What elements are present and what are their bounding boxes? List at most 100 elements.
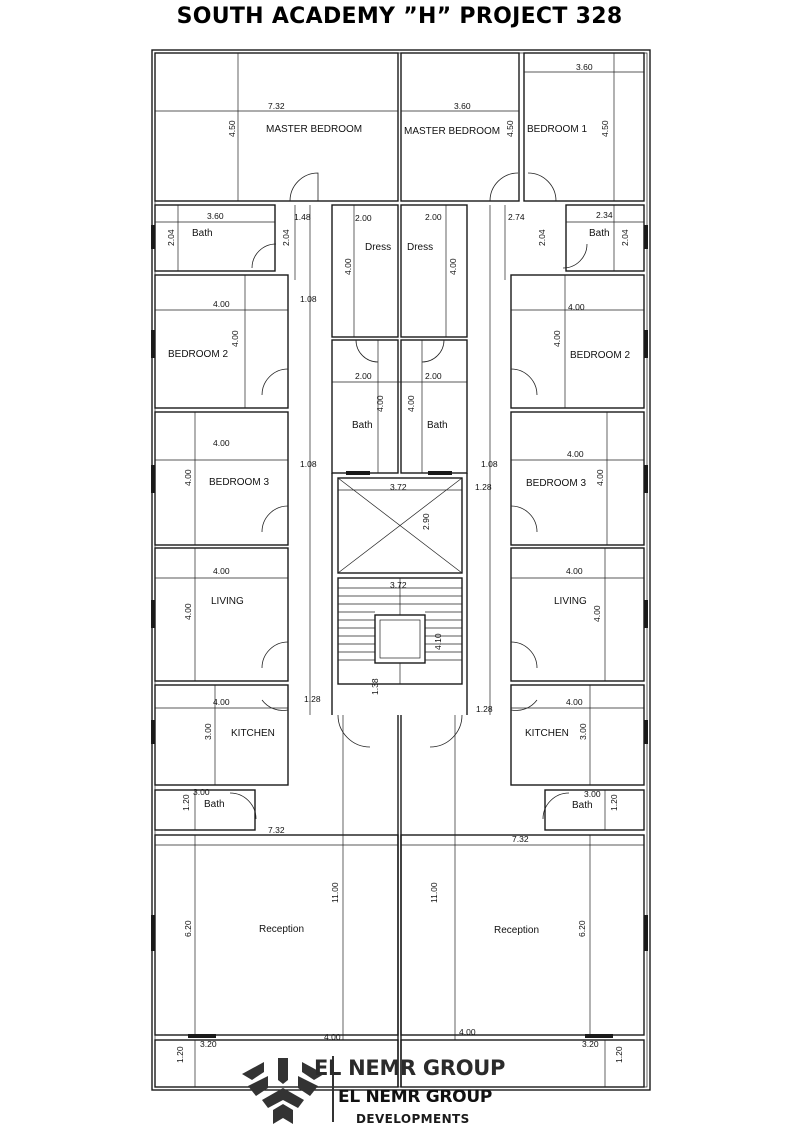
label-dress-left: Dress [365, 242, 391, 253]
label-bedroom-1: BEDROOM 1 [527, 124, 587, 135]
dim-label: 6.20 [183, 920, 193, 937]
dim-label: 4.00 [448, 258, 458, 275]
dim-label: 4.50 [600, 120, 610, 137]
middle-baths [331, 339, 468, 475]
label-living-right: LIVING [554, 596, 587, 607]
dim-label: 4.00 [213, 697, 230, 707]
brand-logo: EL NEMR GROUP EL NEMR GROUP DEVELOPMENTS [238, 1050, 568, 1130]
dim-label: 4.00 [568, 302, 585, 312]
label-master-bedroom-left: MASTER BEDROOM [266, 124, 362, 135]
brand-name: EL NEMR GROUP [314, 1056, 506, 1080]
dimension-labels: 7.32 3.60 3.60 4.50 4.50 4.50 3.60 1.48 … [166, 62, 630, 1063]
dim-label: 1.20 [614, 1046, 624, 1063]
label-bath-top-right: Bath [589, 228, 610, 239]
dim-label: 1.08 [300, 294, 317, 304]
label-living-left: LIVING [211, 596, 244, 607]
label-dress-right: Dress [407, 242, 433, 253]
lower-baths [154, 789, 645, 831]
dim-label: 3.00 [584, 789, 601, 799]
dim-label: 4.00 [567, 449, 584, 459]
dim-label: 4.00 [230, 330, 240, 347]
dim-label: 4.00 [595, 469, 605, 486]
dim-label: 4.00 [406, 395, 416, 412]
windows [151, 225, 648, 951]
dim-label: 2.00 [425, 212, 442, 222]
label-bath-mid-left: Bath [352, 420, 373, 431]
elevator [337, 477, 463, 574]
dim-label: 11.00 [330, 882, 340, 903]
dim-label: 4.50 [227, 120, 237, 137]
dim-label: 2.04 [281, 229, 291, 246]
dim-label: 3.72 [390, 580, 407, 590]
dim-label: 1.28 [476, 704, 493, 714]
room-labels: MASTER BEDROOM MASTER BEDROOM BEDROOM 1 … [168, 124, 630, 936]
dim-label: 1.08 [481, 459, 498, 469]
dim-label: 3.60 [207, 211, 224, 221]
dim-label: 2.04 [166, 229, 176, 246]
dim-label: 4.00 [566, 566, 583, 576]
dim-label: 2.74 [508, 212, 525, 222]
dim-label: 2.04 [620, 229, 630, 246]
reception-rooms [154, 715, 645, 1088]
dim-label: 7.32 [268, 825, 285, 835]
label-reception-left: Reception [259, 924, 304, 935]
label-bedroom-3-left: BEDROOM 3 [209, 477, 269, 488]
bedroom-2-rooms [154, 274, 645, 409]
dim-label: 4.00 [459, 1027, 476, 1037]
dim-label: 1.38 [370, 678, 380, 695]
label-bedroom-2-right: BEDROOM 2 [570, 350, 630, 361]
dim-label: 2.00 [425, 371, 442, 381]
dim-label: 4.00 [324, 1032, 341, 1042]
dim-label: 2.00 [355, 213, 372, 223]
dim-label: 1.08 [300, 459, 317, 469]
dim-label: 4.00 [592, 605, 602, 622]
dim-label: 4.00 [566, 697, 583, 707]
label-kitchen-left: KITCHEN [231, 728, 275, 739]
brand-tagline: DEVELOPMENTS [356, 1112, 470, 1126]
label-master-bedroom-mid: MASTER BEDROOM [404, 126, 500, 137]
bedroom-3-rooms [154, 411, 645, 546]
label-reception-right: Reception [494, 925, 539, 936]
dim-label: 1.28 [304, 694, 321, 704]
label-kitchen-right: KITCHEN [525, 728, 569, 739]
staircase [337, 577, 463, 685]
dim-label: 2.04 [537, 229, 547, 246]
dim-label: 3.60 [454, 101, 471, 111]
dim-label: 7.32 [512, 834, 529, 844]
label-bath-mid-right: Bath [427, 420, 448, 431]
dim-label: 3.20 [582, 1039, 599, 1049]
dim-label: 4.00 [552, 330, 562, 347]
dim-label: 1.20 [181, 794, 191, 811]
dim-label: 4.00 [375, 395, 385, 412]
dim-label: 1.48 [294, 212, 311, 222]
dim-label: 3.72 [390, 482, 407, 492]
dim-label: 1.20 [609, 794, 619, 811]
doors [229, 172, 588, 820]
brand-name-secondary: EL NEMR GROUP [338, 1087, 492, 1107]
dim-label: 7.32 [268, 101, 285, 111]
page-title: SOUTH ACADEMY ”H” PROJECT 328 [176, 4, 623, 29]
outer-wall [151, 49, 651, 1091]
label-bath-low-right: Bath [572, 800, 593, 811]
dim-label: 4.50 [505, 120, 515, 137]
label-bedroom-3-right: BEDROOM 3 [526, 478, 586, 489]
dim-label: 3.00 [203, 723, 213, 740]
label-bath-low-left: Bath [204, 799, 225, 810]
dim-label: 3.00 [578, 723, 588, 740]
dim-label: 4.00 [183, 603, 193, 620]
dim-label: 4.00 [213, 438, 230, 448]
dim-label: 3.20 [200, 1039, 217, 1049]
logo-mark-icon [242, 1058, 324, 1124]
logo-divider [332, 1056, 334, 1122]
dim-label: 4.00 [343, 258, 353, 275]
dim-label: 4.10 [433, 633, 443, 650]
label-bath-top-left: Bath [192, 228, 213, 239]
dim-label: 3.00 [193, 787, 210, 797]
dim-label: 2.34 [596, 210, 613, 220]
dim-label: 1.20 [175, 1046, 185, 1063]
dim-label: 4.00 [183, 469, 193, 486]
dim-label: 4.00 [213, 299, 230, 309]
master-bedroom-row [154, 52, 645, 202]
dim-label: 4.00 [213, 566, 230, 576]
